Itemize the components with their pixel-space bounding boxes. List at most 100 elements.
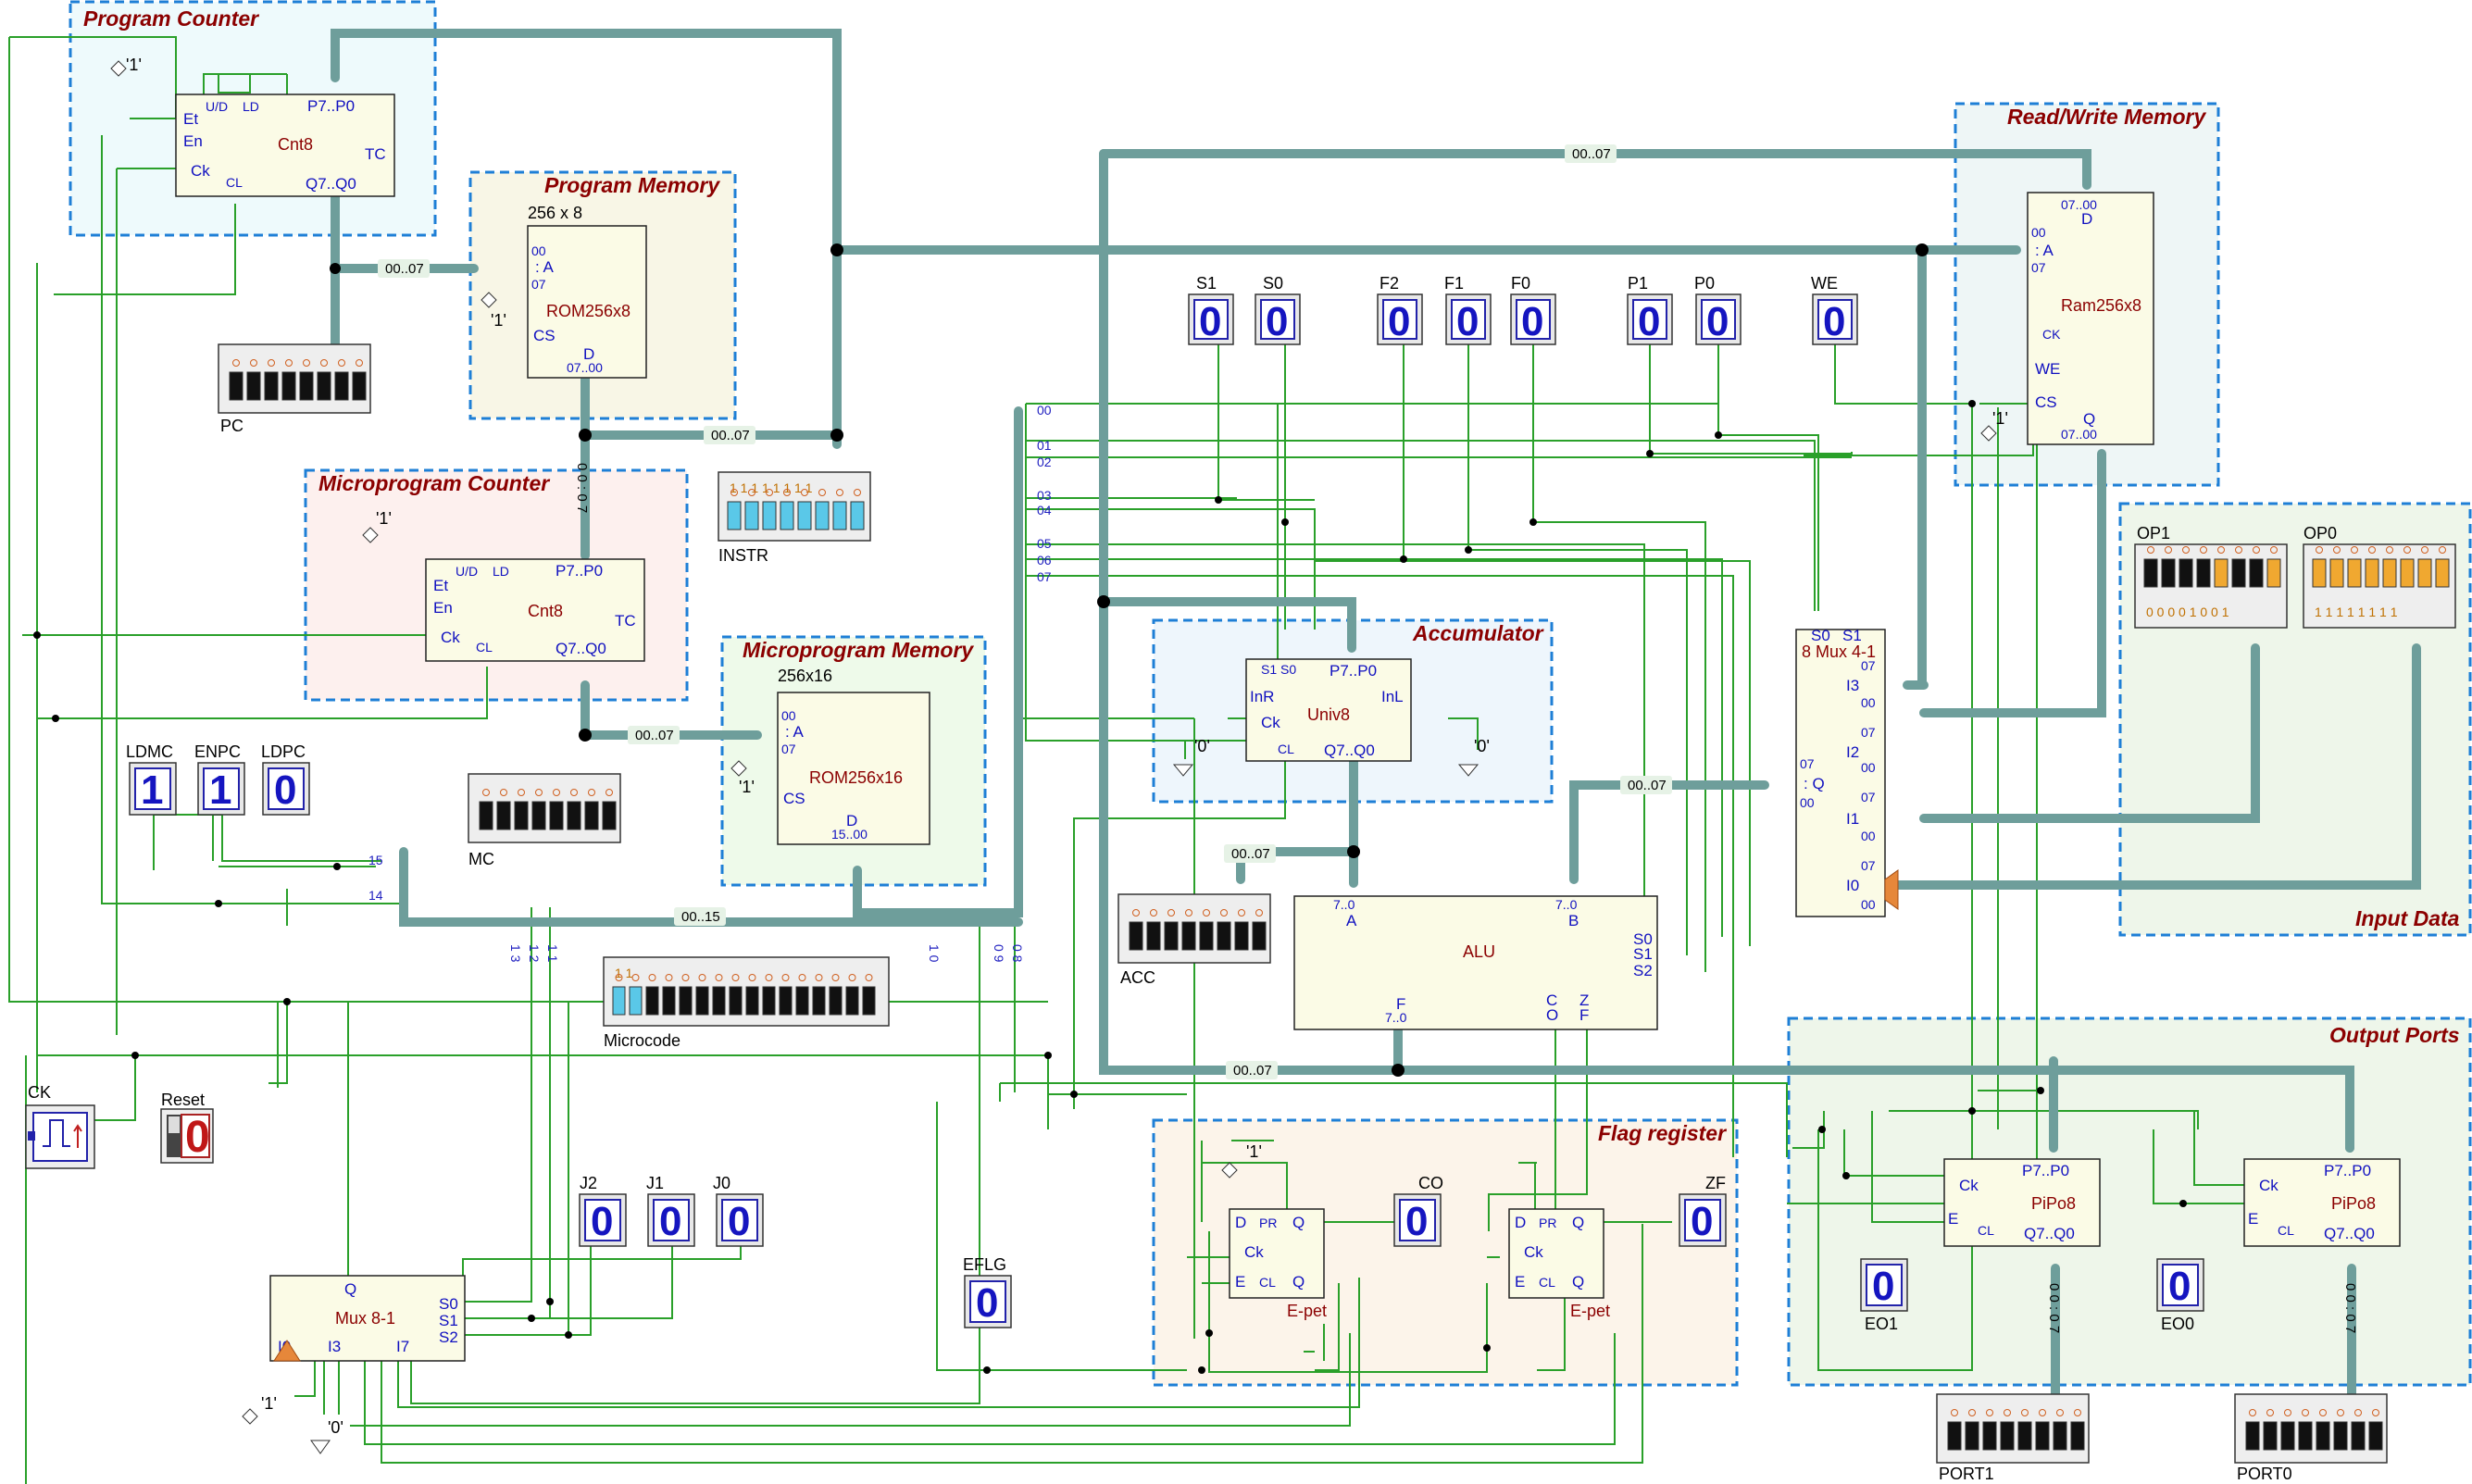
mux4: S0 S1 8 Mux 4-1 07 I3 00 07 I2 00 07 I1 … [1795,627,1899,917]
op1-dot [2217,546,2225,554]
svg-text:I0: I0 [1846,877,1859,894]
switch-co[interactable]: CO 0 [1393,1174,1443,1247]
switch-f0[interactable]: F0 0 [1510,274,1556,345]
pc-led [229,371,243,401]
svg-text:PORT0: PORT0 [2237,1465,2292,1483]
mc-dot [500,789,507,796]
switch-zf[interactable]: ZF 0 [1679,1174,1727,1247]
svg-text:07: 07 [2031,260,2046,275]
port0-led [2333,1421,2348,1451]
svg-text:F: F [1396,995,1405,1013]
switch-enpc[interactable]: ENPC 1 [194,742,245,816]
svg-text:03: 03 [1037,488,1052,503]
svg-text:Q: Q [1572,1214,1584,1231]
svg-text:07: 07 [1037,569,1052,584]
switch-f1[interactable]: F1 0 [1444,274,1492,345]
switch-eo0[interactable]: 0 EO0 [2156,1258,2204,1333]
op0-dot [2421,546,2428,554]
svg-text:0: 0 [274,767,296,813]
svg-text:1 1: 1 1 [615,966,633,980]
acc-led [1181,921,1196,951]
op0-led [2365,558,2379,588]
switch-eo1[interactable]: 0 EO1 [1860,1258,1908,1333]
switch-we[interactable]: WE 0 [1811,274,1858,345]
svg-text:E-pet: E-pet [1570,1302,1610,1320]
svg-text:Q: Q [1292,1273,1305,1291]
switch-p0[interactable]: P0 0 [1694,274,1742,345]
svg-text:'1': '1' [491,311,506,330]
svg-text:P7..P0: P7..P0 [2022,1162,2069,1179]
op0-led [2347,558,2362,588]
switch-s1[interactable]: S1 0 [1188,274,1234,345]
svg-text:0: 0 [976,1280,998,1326]
svg-text:S1: S1 [439,1312,458,1329]
switch-j0[interactable]: J0 0 [713,1174,764,1247]
svg-text:7..0: 7..0 [1555,897,1578,912]
svg-text:U/D: U/D [206,99,228,114]
switch-ldpc[interactable]: LDPC 0 [261,742,310,816]
bus-microcode: 00..15 [681,909,720,925]
acc-dot [1150,909,1157,917]
svg-text:'0': '0' [328,1418,343,1437]
svg-text:S0: S0 [1263,274,1283,293]
svg-text:J1: J1 [646,1174,664,1192]
switch-p1[interactable]: P1 0 [1627,274,1673,345]
port1-dot [2004,1409,2011,1416]
svg-text:0: 0 [1266,299,1288,344]
switch-eflg[interactable]: EFLG 0 [963,1255,1012,1328]
bus-rom-mpc: 0 0 : 0 7 [574,463,590,513]
instr-led [780,501,794,530]
port0-led [2316,1421,2330,1451]
svg-text:04: 04 [1037,503,1052,518]
svg-text:: A: : A [785,723,805,741]
switch-f2[interactable]: F2 0 [1377,274,1423,345]
display-op1[interactable]: OP1 0 0 0 0 1 0 0 1 [2134,524,2288,629]
op1-dot [2182,546,2190,554]
svg-text:'1': '1' [376,509,392,528]
svg-text:'0': '0' [1194,737,1210,755]
switch-ldmc[interactable]: LDMC 1 [126,742,177,816]
bus-rom-instr: 00..07 [711,428,750,443]
switch-j1[interactable]: J1 0 [646,1174,695,1247]
pc-led [281,371,296,401]
microcode-dot [681,974,690,981]
svg-text:0: 0 [1405,1199,1428,1244]
port0-led [2298,1421,2313,1451]
pc-dot [338,359,345,367]
svg-text:00: 00 [781,708,796,723]
title-output-ports: Output Ports [2329,1023,2460,1047]
acc-dot [1255,909,1263,917]
switch-j2[interactable]: J2 0 [579,1174,627,1247]
svg-text:F0: F0 [1511,274,1530,293]
switch-s0[interactable]: S0 0 [1255,274,1301,345]
svg-text:ROM256x16: ROM256x16 [809,768,903,787]
svg-text:E: E [1515,1273,1525,1291]
svg-text:02: 02 [1037,455,1052,469]
reset-switch[interactable]: Reset 0 [160,1091,214,1164]
mc-led [584,801,599,830]
op0-led [2382,558,2397,588]
op0-dot [2439,546,2446,554]
ram: 07..00 D 00 : A 07 Ram256x8 CK WE CS Q 0… [1980,192,2154,445]
alu: 7..0 A 7..0 B ALU S0 S1 S2 F 7..0 C O Z … [1293,895,1658,1030]
svg-text:ZF: ZF [1705,1174,1726,1192]
svg-text:'1': '1' [1992,409,2008,428]
acc-univ8: S1 S0 P7..P0 InR InL Ck Univ8 CL Q7..Q0 … [1172,658,1490,777]
microcode-dot [865,974,873,981]
svg-text:00: 00 [1861,695,1876,710]
op1-dot [2200,546,2207,554]
instr-dot [783,489,791,496]
svg-text:07..00: 07..00 [2061,197,2097,212]
mc-dot [588,789,595,796]
svg-text:0 9: 0 9 [992,944,1006,963]
display-op0[interactable]: OP0 1 1 1 1 1 1 1 1 [2303,524,2456,629]
op0-dot [2368,546,2376,554]
svg-text:P7..P0: P7..P0 [2324,1162,2371,1179]
svg-text:07..00: 07..00 [567,360,603,375]
microcode-led [729,986,743,1016]
svg-text:CS: CS [783,790,805,807]
clock-source[interactable]: CK [25,1083,95,1169]
svg-text:00: 00 [1861,829,1876,843]
instr-led [744,501,759,530]
svg-text:0: 0 [1872,1264,1894,1309]
